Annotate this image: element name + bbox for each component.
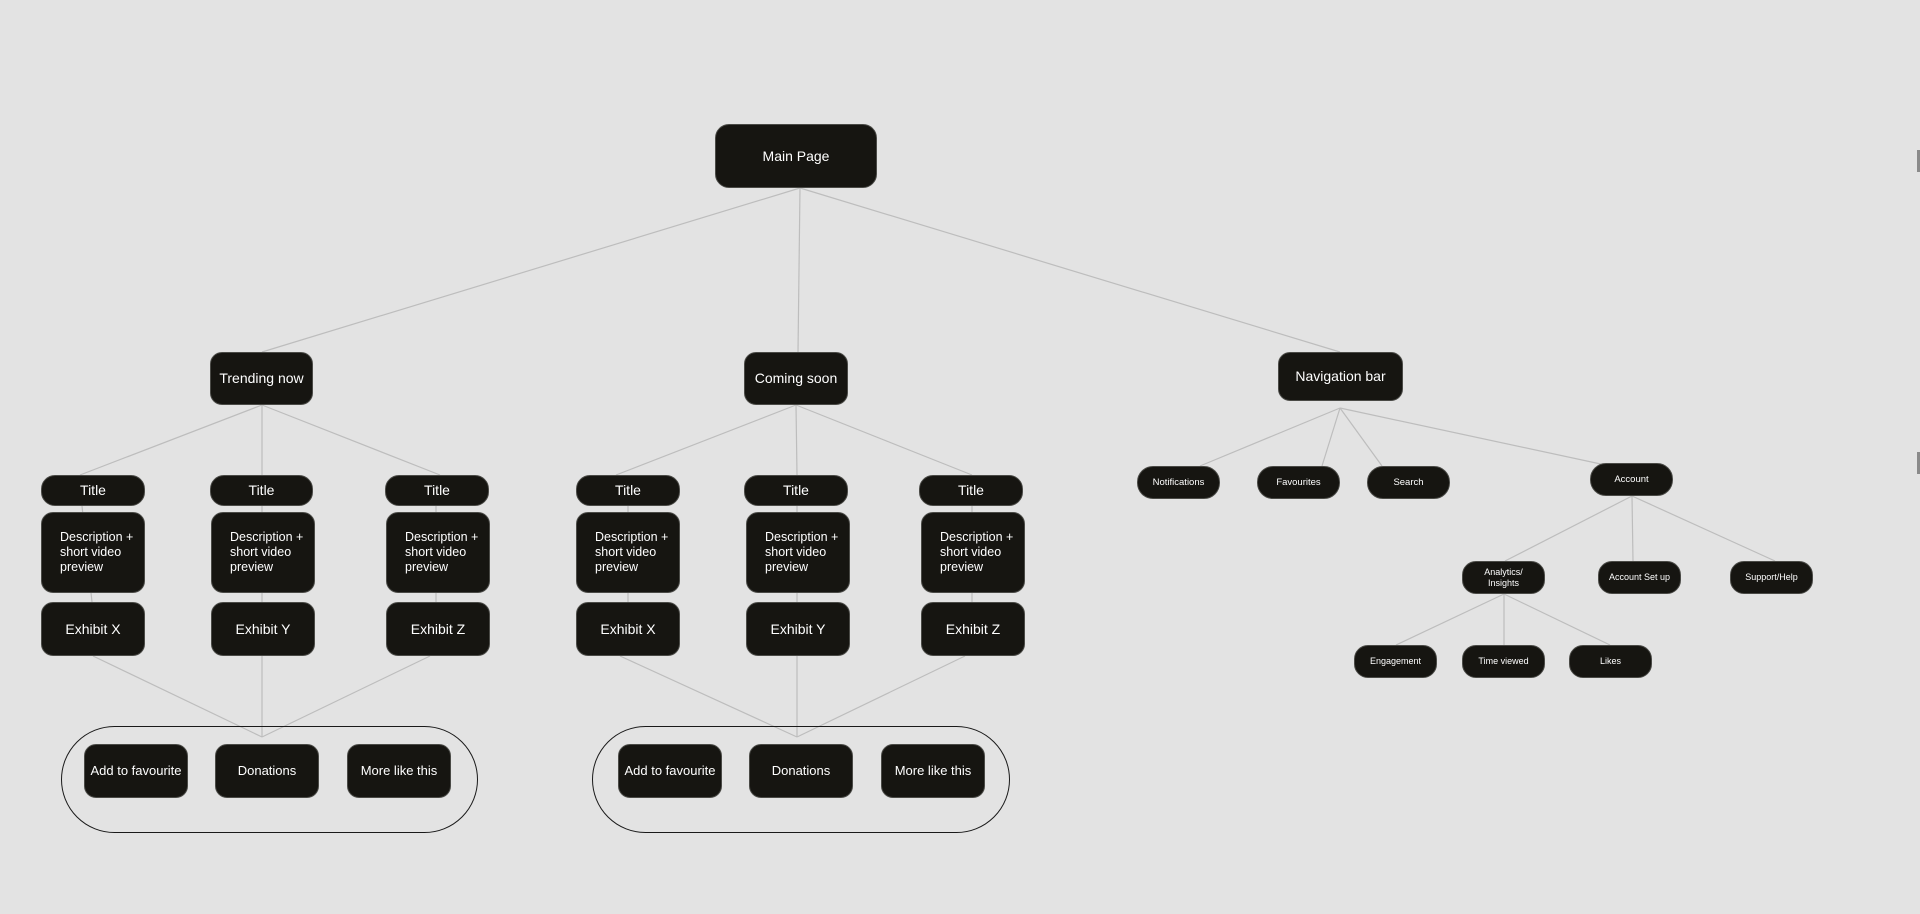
connector-line xyxy=(615,404,797,476)
connector-line xyxy=(795,404,973,476)
coming-more-like-this-button[interactable]: More like this xyxy=(881,744,985,798)
account-support-help-node[interactable]: Support/Help xyxy=(1730,561,1813,594)
trending-donations-button[interactable]: Donations xyxy=(215,744,319,798)
coming-exhibit-x[interactable]: Exhibit X xyxy=(576,602,680,656)
coming-soon-node[interactable]: Coming soon xyxy=(744,352,848,405)
nav-search-node[interactable]: Search xyxy=(1367,466,1450,499)
connector-line xyxy=(261,655,431,738)
connector-line xyxy=(79,404,263,476)
account-analytics-insights-node[interactable]: Analytics/ Insights xyxy=(1462,561,1545,594)
trending-now-node[interactable]: Trending now xyxy=(210,352,313,405)
connector-line xyxy=(92,655,263,738)
nav-favourites-node[interactable]: Favourites xyxy=(1257,466,1340,499)
trending-add-to-favourite-button[interactable]: Add to favourite xyxy=(84,744,188,798)
trending-more-like-this-button[interactable]: More like this xyxy=(347,744,451,798)
analytics-likes-node[interactable]: Likes xyxy=(1569,645,1652,678)
coming-exhibit-y[interactable]: Exhibit Y xyxy=(746,602,850,656)
connector-line xyxy=(261,404,441,476)
nav-account-node[interactable]: Account xyxy=(1590,463,1673,496)
connector-line xyxy=(1339,407,1383,467)
coming-description-1[interactable]: Description + short video preview xyxy=(576,512,680,593)
trending-exhibit-z[interactable]: Exhibit Z xyxy=(386,602,490,656)
coming-title-2[interactable]: Title xyxy=(744,475,848,506)
connector-line xyxy=(795,404,798,476)
coming-description-2[interactable]: Description + short video preview xyxy=(746,512,850,593)
connector-line xyxy=(796,655,966,738)
coming-title-3[interactable]: Title xyxy=(919,475,1023,506)
trending-description-1[interactable]: Description + short video preview xyxy=(41,512,145,593)
connector-line xyxy=(1504,495,1633,562)
scroll-edge-marker xyxy=(1917,150,1920,172)
trending-title-2[interactable]: Title xyxy=(210,475,313,506)
connector-line xyxy=(261,187,801,353)
trending-exhibit-x[interactable]: Exhibit X xyxy=(41,602,145,656)
trending-description-2[interactable]: Description + short video preview xyxy=(211,512,315,593)
trending-exhibit-y[interactable]: Exhibit Y xyxy=(211,602,315,656)
connector-line xyxy=(1631,495,1776,562)
connector-line xyxy=(797,187,801,353)
account-setup-node[interactable]: Account Set up xyxy=(1598,561,1681,594)
connector-line xyxy=(799,187,1341,353)
coming-title-1[interactable]: Title xyxy=(576,475,680,506)
connector-line xyxy=(619,655,798,738)
analytics-time-viewed-node[interactable]: Time viewed xyxy=(1462,645,1545,678)
coming-add-to-favourite-button[interactable]: Add to favourite xyxy=(618,744,722,798)
scroll-edge-marker xyxy=(1917,452,1920,474)
connector-line xyxy=(1199,407,1341,467)
trending-actions-group xyxy=(61,726,478,833)
main-page-node[interactable]: Main Page xyxy=(715,124,877,188)
nav-notifications-node[interactable]: Notifications xyxy=(1137,466,1220,499)
trending-description-3[interactable]: Description + short video preview xyxy=(386,512,490,593)
coming-exhibit-z[interactable]: Exhibit Z xyxy=(921,602,1025,656)
connector-line xyxy=(1631,495,1634,562)
connector-line xyxy=(1395,593,1505,646)
coming-donations-button[interactable]: Donations xyxy=(749,744,853,798)
connector-line xyxy=(1503,593,1611,646)
coming-actions-group xyxy=(592,726,1010,833)
trending-title-3[interactable]: Title xyxy=(385,475,489,506)
analytics-engagement-node[interactable]: Engagement xyxy=(1354,645,1437,678)
connector-line xyxy=(1339,407,1611,467)
navigation-bar-node[interactable]: Navigation bar xyxy=(1278,352,1403,401)
trending-title-1[interactable]: Title xyxy=(41,475,145,506)
connector-line xyxy=(1321,407,1341,467)
coming-description-3[interactable]: Description + short video preview xyxy=(921,512,1025,593)
